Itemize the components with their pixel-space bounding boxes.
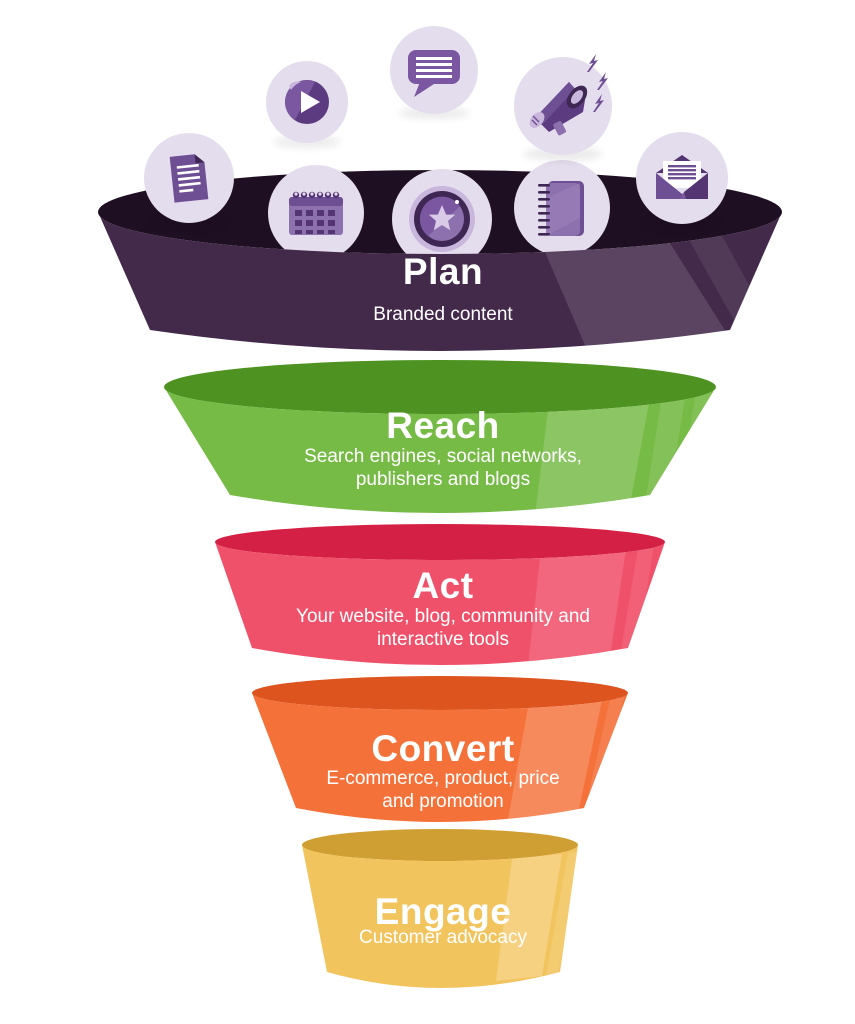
engage-segment-top: [302, 829, 578, 861]
segment-description-reach: Search engines, social networks, publish…: [304, 446, 582, 491]
envelope-glyph: [656, 155, 708, 199]
engage-segment-body: [302, 845, 578, 988]
plan-segment-body: [98, 212, 782, 351]
segment-description-plan: Branded content: [373, 304, 513, 325]
act-segment-top: [215, 524, 665, 560]
megaphone-icon: [514, 54, 612, 161]
megaphone-glyph: [529, 54, 608, 136]
act-highlight: [528, 546, 654, 665]
speech-bubble-glyph: [408, 50, 460, 97]
segment-title-act: Act: [412, 565, 474, 606]
convert-segment: [252, 676, 628, 822]
reach-segment-body: [164, 387, 716, 513]
star-shape: [428, 205, 456, 231]
segment-title-convert: Convert: [371, 728, 515, 769]
act-segment-body: [215, 542, 665, 665]
lightning-bolts: [587, 54, 608, 112]
convert-segment-body: [252, 693, 628, 822]
reach-segment-top: [164, 360, 716, 414]
segment-title-reach: Reach: [386, 405, 500, 446]
convert-segment-top: [252, 676, 628, 710]
act-segment: [215, 524, 665, 665]
calendar-glyph: [289, 191, 343, 235]
engage-highlight: [496, 852, 578, 981]
calendar-icon: [268, 165, 364, 261]
star-badge-icon: [392, 169, 492, 269]
segment-description-convert: E-commerce, product, price and promotion: [326, 768, 560, 813]
notebook-spiral: [538, 184, 550, 236]
engage-segment: [302, 829, 578, 988]
star-badge-glyph: [409, 186, 475, 252]
segment-description-act: Your website, blog, community and intera…: [296, 606, 590, 651]
speech-bubble-icon: [390, 26, 478, 119]
notebook-icon: [514, 160, 610, 256]
document-glyph: [169, 154, 209, 203]
play-icon: [266, 61, 348, 148]
segment-title-engage: Engage: [374, 891, 512, 932]
document-icon: [144, 133, 234, 229]
notebook-glyph: [538, 181, 584, 236]
calendar-grid: [295, 210, 335, 234]
reach-segment: [164, 360, 716, 513]
segment-title-plan: Plan: [402, 251, 484, 292]
envelope-icon: [636, 132, 728, 230]
play-glyph: [285, 80, 329, 124]
segment-description-engage: Customer advocacy: [359, 927, 527, 948]
